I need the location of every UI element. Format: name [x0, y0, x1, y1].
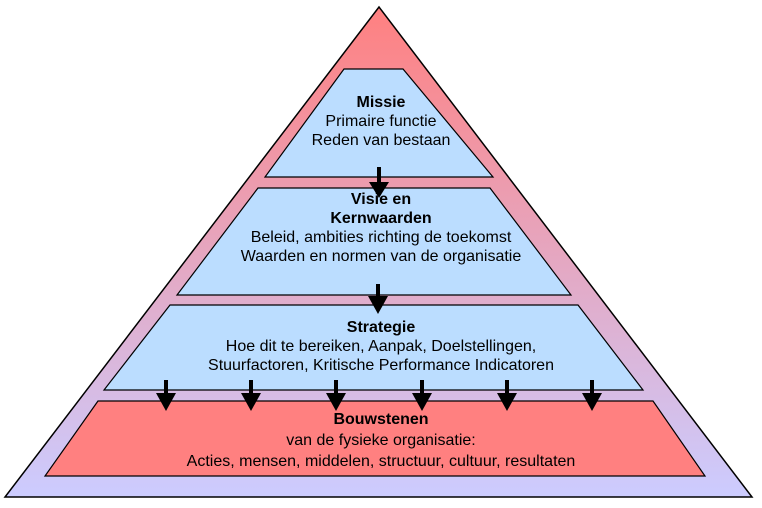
layer-strategie-shape — [102, 304, 645, 391]
layer-missie-line: Reden van bestaan — [311, 132, 451, 149]
layer-missie-title: Missie — [356, 94, 406, 111]
layer-visie-title: Visie en — [350, 191, 412, 208]
layer-bouwstenen-label: Bouwstenen van de fysieke organisatie: A… — [0, 410, 762, 471]
layer-missie-shape — [263, 68, 495, 178]
layer-strategie-title: Strategie — [346, 319, 416, 336]
layer-missie-line: Primaire functie — [325, 113, 437, 130]
layer-strategie-line: Hoe dit te bereiken, Aanpak, Doelstellin… — [225, 338, 537, 355]
arrow-down-icon — [368, 284, 388, 314]
layer-visie-label: Visie en Kernwaarden Beleid, ambities ri… — [0, 190, 762, 266]
layer-strategie-line: Stuurfactoren, Kritische Performance Ind… — [208, 357, 554, 374]
arrow-down-icon — [412, 380, 432, 411]
layer-bouwstenen-shape — [43, 400, 707, 477]
layer-bouwstenen-line: Acties, mensen, middelen, structuur, cul… — [186, 453, 576, 470]
arrow-down-icon — [582, 380, 602, 411]
layer-visie-shape — [175, 187, 573, 296]
arrow-down-icon — [497, 380, 517, 411]
layer-visie-line: Beleid, ambities richting de toekomst — [250, 229, 512, 246]
layer-bouwstenen-title: Bouwstenen — [333, 411, 429, 428]
layer-bouwstenen-line: van de fysieke organisatie: — [286, 432, 476, 449]
arrows-group — [156, 167, 602, 411]
layer-strategie-label: Strategie Hoe dit te bereiken, Aanpak, D… — [0, 318, 762, 375]
arrow-down-icon — [241, 380, 261, 411]
layer-missie-label: Missie Primaire functie Reden van bestaa… — [0, 93, 762, 150]
layer-visie-title-2: Kernwaarden — [330, 210, 432, 227]
layer-visie-line: Waarden en normen van de organisatie — [240, 248, 522, 265]
arrow-down-icon — [156, 380, 176, 411]
arrow-down-icon — [369, 167, 389, 198]
arrow-down-icon — [326, 380, 346, 411]
